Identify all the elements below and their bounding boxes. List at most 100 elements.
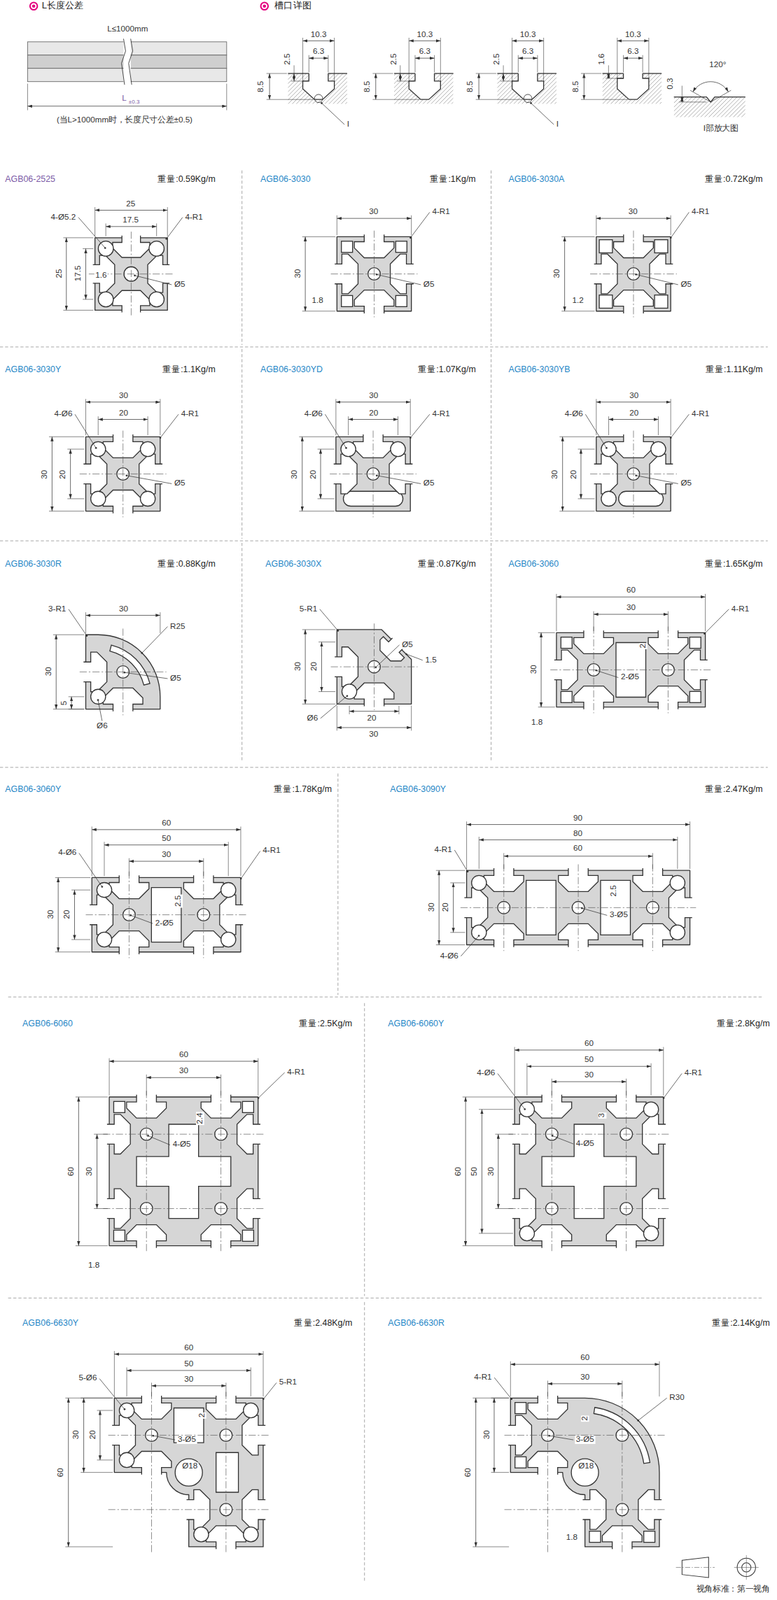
extension-line [317, 449, 335, 451]
extension-line [503, 853, 504, 870]
extension-line [651, 1064, 652, 1097]
extension-line [578, 449, 595, 451]
part-number: AGB06-6060 [22, 1019, 73, 1028]
extension-line [336, 705, 338, 731]
dimension-line [65, 238, 67, 311]
dimension-label: 1.8 [530, 718, 544, 728]
callout-label: Ø5 [679, 480, 693, 489]
leader-line [124, 672, 168, 679]
weight-label: 重量:2.8Kg/m [716, 1019, 770, 1028]
corner-cavity [560, 637, 572, 649]
extension-line [559, 436, 595, 438]
callout-label: Ø5 [172, 280, 186, 290]
callout-label: 4-R1 [431, 410, 451, 419]
dimension-line [518, 58, 538, 59]
leader-dot [345, 447, 348, 450]
dimension-line [564, 236, 565, 311]
center-line [652, 864, 654, 952]
weight-label: 重量:2.14Kg/m [711, 1318, 770, 1328]
dimension-label: 25 [55, 268, 64, 280]
dimension-label: 2 [581, 1416, 590, 1423]
leader-dot [133, 275, 136, 278]
center-line [508, 1134, 670, 1136]
extension-line [228, 842, 229, 877]
dimension-label: 90 [572, 814, 584, 824]
leader-line [494, 1378, 512, 1400]
corner-cavity [689, 691, 701, 703]
profile-hole [471, 875, 487, 891]
hatch-line [659, 97, 680, 118]
dimension-line [71, 697, 73, 710]
leader-line [670, 212, 689, 238]
center-line [551, 1091, 553, 1253]
dimension-label: 30 [583, 1072, 595, 1081]
section-hatch [643, 97, 766, 118]
dimension-label: 10.3 [415, 30, 434, 40]
callout-label: 4-Ø6 [563, 410, 584, 419]
part-number: AGB06-3030 [260, 174, 311, 183]
profile-hole [149, 291, 165, 308]
dimension-label: 3 [598, 1113, 607, 1120]
leader-dot [548, 1435, 551, 1438]
dimension-label: 30 [625, 604, 637, 613]
extension-line [75, 1097, 108, 1099]
extension-line [511, 37, 513, 82]
center-line [122, 629, 124, 717]
dimension-label: 60 [161, 819, 173, 829]
callout-label: 2-Ø5 [620, 674, 641, 683]
extension-line [49, 511, 84, 512]
leader-line [585, 414, 607, 448]
dimension-line [596, 218, 671, 220]
dimension-line [151, 1386, 227, 1387]
extension-line [434, 55, 435, 73]
weight-label: 重量:0.59Kg/m [157, 174, 216, 183]
dimension-label: 30 [553, 268, 563, 280]
dimension-line [583, 73, 585, 100]
leader-dot [405, 653, 408, 656]
leader-dot [123, 1409, 126, 1412]
extension-line [608, 65, 609, 74]
dimension-label: 30 [40, 469, 49, 481]
leader-line [147, 1136, 171, 1146]
dimension-label: 2 [639, 643, 648, 650]
extension-line [436, 945, 466, 946]
extension-line [93, 1134, 108, 1136]
leader-dot [605, 447, 608, 450]
part-number: AGB06-6630R [387, 1318, 445, 1328]
center-line [508, 1208, 670, 1210]
extension-line [114, 1351, 115, 1398]
center-line [128, 872, 130, 959]
leader-dot [375, 474, 378, 477]
leader-line [636, 476, 679, 485]
dimension-label: 60 [579, 1355, 591, 1364]
dimension-label: 50 [183, 1360, 195, 1370]
profile-panel: AGB06-3030X重量:0.87Kg/m [245, 543, 488, 766]
extension-line [263, 1351, 264, 1398]
leader-line [130, 915, 154, 924]
corner-cavity [113, 1230, 125, 1242]
profile-panel: AGB06-3090Y重量:2.47Kg/m [342, 772, 775, 996]
section-icon-dot [32, 4, 36, 8]
panel-divider [241, 170, 243, 346]
dimension-label: 2.5 [609, 884, 619, 899]
callout-label: R25 [169, 623, 187, 632]
center-line [621, 1393, 623, 1554]
leader-dot [634, 474, 637, 477]
dimension-label: 8.5 [571, 79, 581, 94]
extension-line [414, 55, 416, 73]
dimension-line [556, 597, 706, 598]
dimension-line [336, 727, 411, 728]
center-line [625, 1091, 627, 1253]
extension-line [670, 399, 672, 436]
profile-hole [651, 441, 666, 457]
dimension-label: 1.8 [87, 1262, 101, 1271]
dimension-label: 30 [86, 1166, 95, 1179]
corner-cavity [560, 691, 572, 703]
dimension-label: 30 [483, 1430, 492, 1442]
extension-line [410, 399, 411, 436]
leader-line [126, 476, 172, 485]
leader-line [79, 853, 103, 887]
extension-line [462, 1097, 514, 1099]
dimension-line [541, 632, 542, 707]
section-hatch [464, 73, 586, 105]
